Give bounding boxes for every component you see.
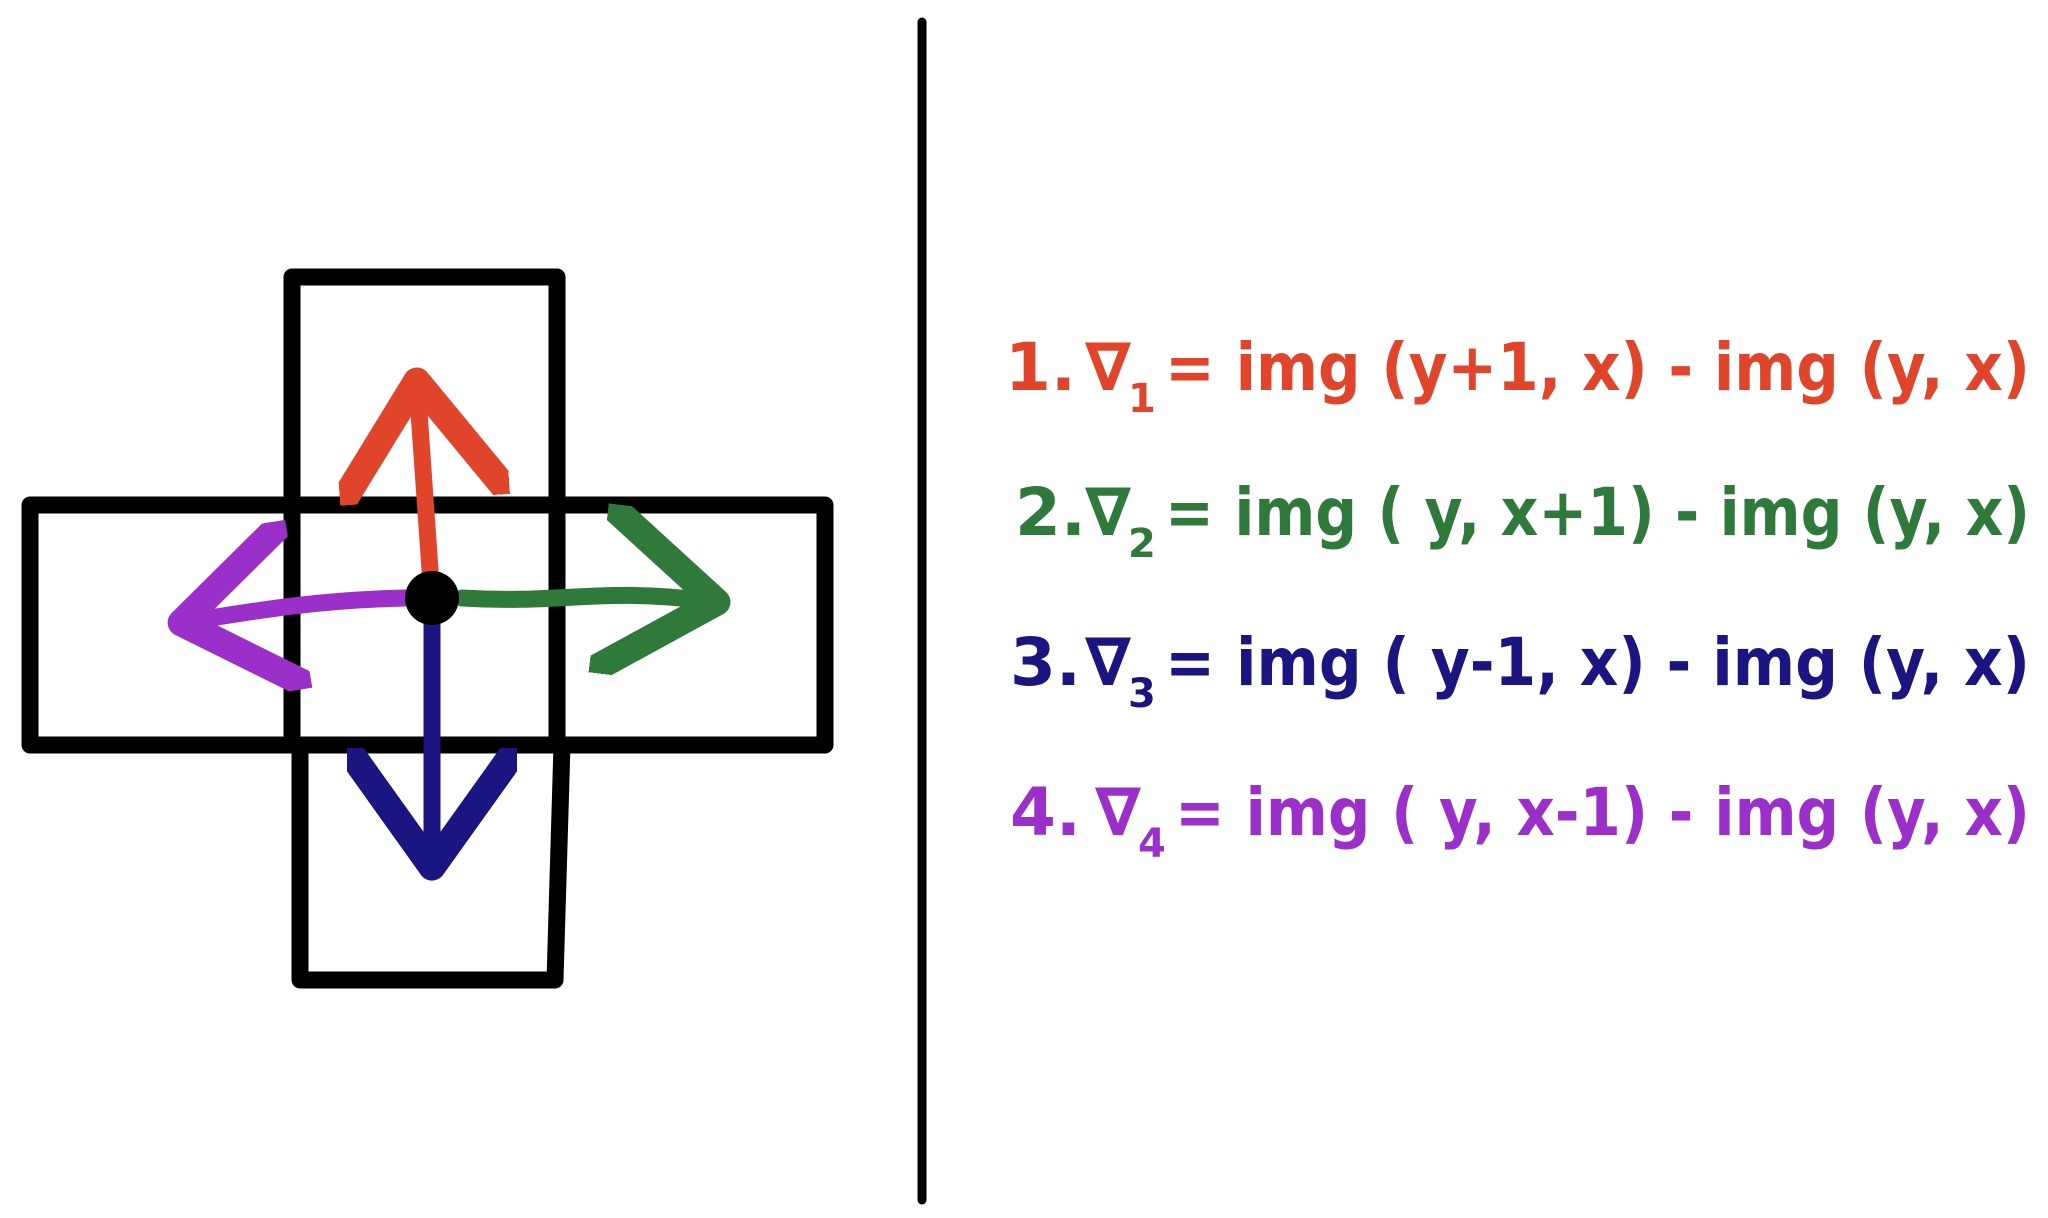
arrow-right	[453, 595, 700, 600]
nabla-subscript: 1	[1128, 376, 1156, 422]
equation-1: 1. ∇ 1 = img (y+1, x) - img (y, x)	[1005, 329, 2030, 422]
equation-rhs: = img (y+1, x) - img (y, x)	[1165, 329, 2030, 406]
equation-list: 1. ∇ 1 = img (y+1, x) - img (y, x) 2. ∇ …	[1005, 329, 2030, 867]
arrow-left	[198, 598, 414, 620]
nabla-subscript: 2	[1128, 521, 1156, 567]
nabla-symbol: ∇	[1085, 624, 1131, 701]
equation-3: 3. ∇ 3 = img ( y-1, x) - img (y, x)	[1010, 624, 2030, 717]
cell-bottom	[291, 736, 571, 989]
arrow-up	[418, 398, 432, 607]
equation-number: 1.	[1005, 329, 1076, 406]
nabla-subscript: 3	[1128, 671, 1156, 717]
equation-2: 2. ∇ 2 = img ( y, x+1) - img (y, x)	[1015, 474, 2030, 567]
nabla-symbol: ∇	[1085, 474, 1131, 551]
equation-rhs: = img ( y, x-1) - img (y, x)	[1175, 774, 2030, 851]
nabla-subscript: 4	[1138, 821, 1166, 867]
center-pixel	[405, 571, 459, 625]
equation-4: 4. ∇ 4 = img ( y, x-1) - img (y, x)	[1010, 774, 2030, 867]
cell-left	[21, 496, 301, 754]
cell-right	[548, 496, 834, 754]
equation-number: 2.	[1015, 474, 1086, 551]
equation-number: 4.	[1010, 774, 1081, 851]
nabla-symbol: ∇	[1095, 774, 1141, 851]
equation-number: 3.	[1010, 624, 1081, 701]
direction-arrows	[198, 398, 700, 850]
nabla-symbol: ∇	[1085, 329, 1131, 406]
equation-rhs: = img ( y, x+1) - img (y, x)	[1165, 474, 2030, 551]
equation-rhs: = img ( y-1, x) - img (y, x)	[1165, 624, 2030, 701]
